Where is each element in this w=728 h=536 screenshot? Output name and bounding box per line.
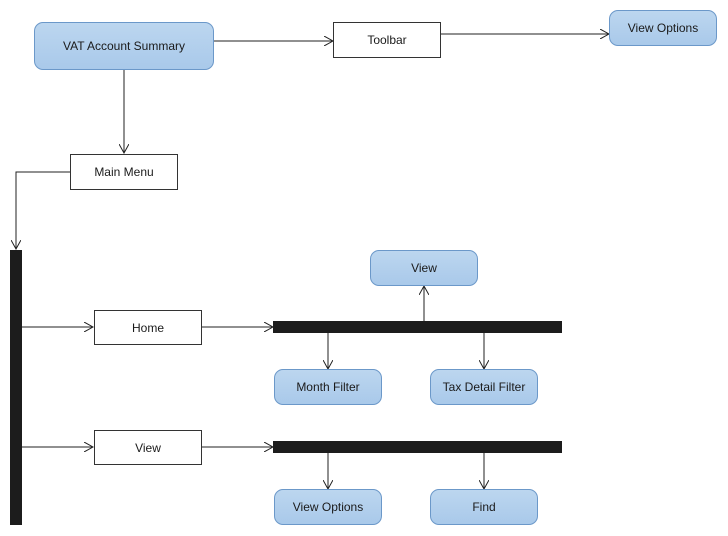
fork-bar-view bbox=[273, 441, 562, 453]
node-label: Main Menu bbox=[94, 165, 154, 179]
fork-bar-home bbox=[273, 321, 562, 333]
node-label: View Options bbox=[627, 21, 699, 35]
node-label: Tax Detail Filter bbox=[442, 380, 526, 394]
node-vat-account-summary[interactable]: VAT Account Summary bbox=[34, 22, 214, 70]
node-label: Toolbar bbox=[367, 33, 407, 47]
node-label: Month Filter bbox=[296, 380, 360, 394]
node-label: Home bbox=[131, 320, 164, 335]
node-label: View Options bbox=[292, 500, 364, 514]
node-main-menu[interactable]: Main Menu bbox=[70, 154, 178, 190]
node-view-top[interactable]: View bbox=[370, 250, 478, 286]
node-label: VAT Account Summary bbox=[62, 39, 186, 53]
node-tax-detail-filter[interactable]: Tax Detail Filter bbox=[430, 369, 538, 405]
node-view-options-bottom[interactable]: View Options bbox=[274, 489, 382, 525]
fork-bar-vertical bbox=[10, 250, 22, 525]
node-month-filter[interactable]: Month Filter bbox=[274, 369, 382, 405]
node-home[interactable]: Home bbox=[94, 310, 202, 345]
node-label: Find bbox=[472, 500, 496, 514]
node-label: View bbox=[411, 261, 437, 275]
arrow-main-menu-to-fork bbox=[16, 171, 70, 249]
node-toolbar[interactable]: Toolbar bbox=[333, 22, 441, 58]
node-find[interactable]: Find bbox=[430, 489, 538, 525]
node-view-menu[interactable]: View bbox=[94, 430, 202, 465]
node-label: View bbox=[135, 440, 161, 455]
node-view-options-top[interactable]: View Options bbox=[609, 10, 717, 46]
